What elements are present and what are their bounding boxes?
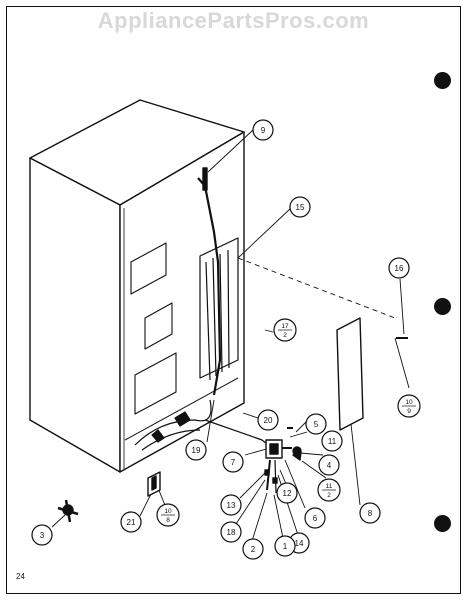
callout-10b-den: 8 bbox=[166, 517, 170, 524]
callout-6: 6 bbox=[313, 514, 318, 523]
callout-21-circle bbox=[120, 511, 142, 533]
refrigerator-cabinet bbox=[29, 99, 245, 473]
callout-11b-num: 11 bbox=[326, 483, 333, 490]
callout-17-num: 17 bbox=[281, 323, 289, 330]
page-number: 24 bbox=[16, 572, 25, 581]
leader-lines bbox=[51, 129, 410, 542]
callout-4-circle bbox=[318, 454, 340, 476]
callout-21: 21 bbox=[127, 518, 136, 527]
callout-8-circle bbox=[359, 502, 381, 524]
callout-5: 5 bbox=[314, 420, 319, 429]
tee-fitting bbox=[57, 499, 79, 523]
callout-20: 20 bbox=[264, 416, 273, 425]
callout-17-den: 2 bbox=[283, 332, 287, 339]
callout-20-circle bbox=[257, 409, 279, 431]
watermark: AppliancePartsPros.com bbox=[97, 8, 370, 33]
callout-2-circle bbox=[242, 538, 264, 560]
callout-9-circle bbox=[252, 119, 274, 141]
tube-clip bbox=[202, 167, 208, 191]
condenser-coil bbox=[199, 237, 239, 381]
callout-7-circle bbox=[222, 451, 244, 473]
callout-11a: 11 bbox=[328, 437, 337, 446]
callout-8: 8 bbox=[368, 509, 373, 518]
callout-5-circle bbox=[305, 413, 327, 435]
callout-3: 3 bbox=[40, 531, 45, 540]
callout-13: 13 bbox=[227, 501, 236, 510]
callout-10b-num: 10 bbox=[164, 508, 172, 515]
callout-12: 12 bbox=[283, 489, 292, 498]
callout-10a-den: 9 bbox=[407, 408, 411, 415]
heater-panel bbox=[336, 317, 364, 431]
callout-14: 14 bbox=[295, 539, 304, 548]
callout-13-circle bbox=[220, 494, 242, 516]
callout-10a-num: 10 bbox=[405, 399, 413, 406]
callout-18: 18 bbox=[227, 528, 236, 537]
binder-hole-top bbox=[434, 72, 451, 89]
callout-1: 1 bbox=[283, 542, 288, 551]
callout-1-circle bbox=[274, 535, 296, 557]
callout-16-circle bbox=[388, 257, 410, 279]
binder-hole-middle bbox=[434, 298, 451, 315]
callout-6-circle bbox=[304, 507, 326, 529]
callout-11b-den: 2 bbox=[327, 492, 331, 499]
water-valve bbox=[264, 427, 302, 494]
callout-3-circle bbox=[31, 524, 53, 546]
callout-12-circle bbox=[276, 482, 298, 504]
callout-18-circle bbox=[220, 521, 242, 543]
binder-hole-bottom bbox=[434, 515, 451, 532]
back-panel-plates bbox=[130, 242, 177, 415]
callout-11-circle bbox=[321, 430, 343, 452]
callout-7: 7 bbox=[231, 458, 236, 467]
callout-19: 19 bbox=[192, 446, 201, 455]
callout-15-circle bbox=[289, 196, 311, 218]
callout-4: 4 bbox=[327, 461, 332, 470]
callout-16: 16 bbox=[395, 264, 404, 273]
callout-19-circle bbox=[185, 439, 207, 461]
page-border bbox=[6, 6, 461, 594]
callout-9: 9 bbox=[261, 126, 266, 135]
callout-15: 15 bbox=[296, 203, 305, 212]
callout-2: 2 bbox=[251, 545, 256, 554]
